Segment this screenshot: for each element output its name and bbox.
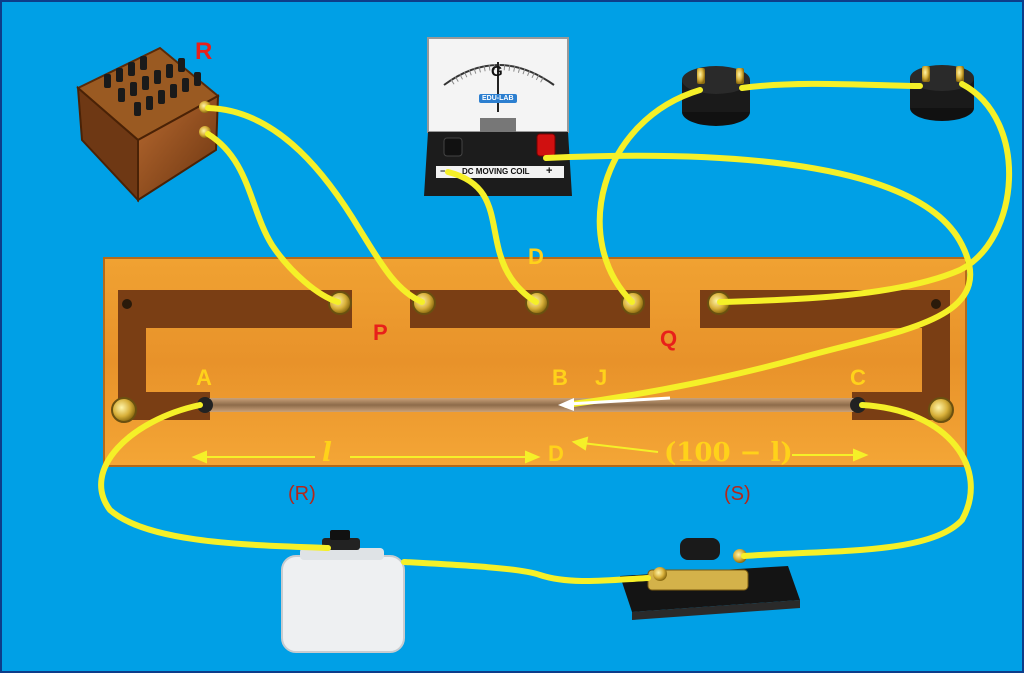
galvanometer-plus-sign: + <box>546 165 553 177</box>
resistance-box <box>76 46 220 203</box>
wire-r-to-p-left <box>205 131 341 305</box>
bridge-wire <box>205 398 860 412</box>
galvanometer-minus-sign: − <box>440 166 446 176</box>
tap-key <box>620 538 800 620</box>
arm-r-label: (R) <box>288 483 316 505</box>
jockey-j-label: J <box>595 365 608 390</box>
plug-key-left <box>682 66 750 126</box>
length-rest-label: (100 − l) <box>664 438 793 468</box>
wire-key-to-s <box>717 81 1013 305</box>
galvanometer-brand-label: EDU-LAB <box>482 95 514 102</box>
top-strip-left <box>140 290 352 328</box>
wire-galvanometer-to-jockey <box>543 152 973 408</box>
galvanometer-caption: DC MOVING COIL <box>462 167 530 176</box>
resistance-box-label: R <box>195 38 213 65</box>
meter-bridge-board <box>103 257 967 467</box>
point-p-label: P <box>373 320 388 345</box>
point-d-label: D <box>548 441 564 466</box>
plug-key-right <box>910 65 974 121</box>
point-b-label: B <box>552 365 568 390</box>
galvanometer-dial-label: G <box>491 63 503 80</box>
wire-a-to-battery <box>98 402 331 551</box>
wire-key-to-key <box>739 80 923 91</box>
wire-c-to-key <box>741 402 974 559</box>
wire-r-to-p-right <box>205 105 425 305</box>
galvanometer <box>424 37 572 196</box>
battery-cell <box>281 530 405 653</box>
wire-battery-to-key <box>401 559 651 585</box>
wire-galvanometer-to-d <box>445 169 539 305</box>
length-arrows <box>191 436 869 464</box>
end-a-label: A <box>196 365 212 390</box>
wire-key-to-q <box>596 87 703 305</box>
connecting-wires <box>98 80 1013 585</box>
end-c-label: C <box>850 365 866 390</box>
point-q-label: Q <box>660 326 678 351</box>
arm-s-label: (S) <box>724 483 751 505</box>
terminal-d-label: D <box>528 244 544 269</box>
jockey-arrow <box>558 396 671 411</box>
length-l-label: l <box>322 438 332 468</box>
